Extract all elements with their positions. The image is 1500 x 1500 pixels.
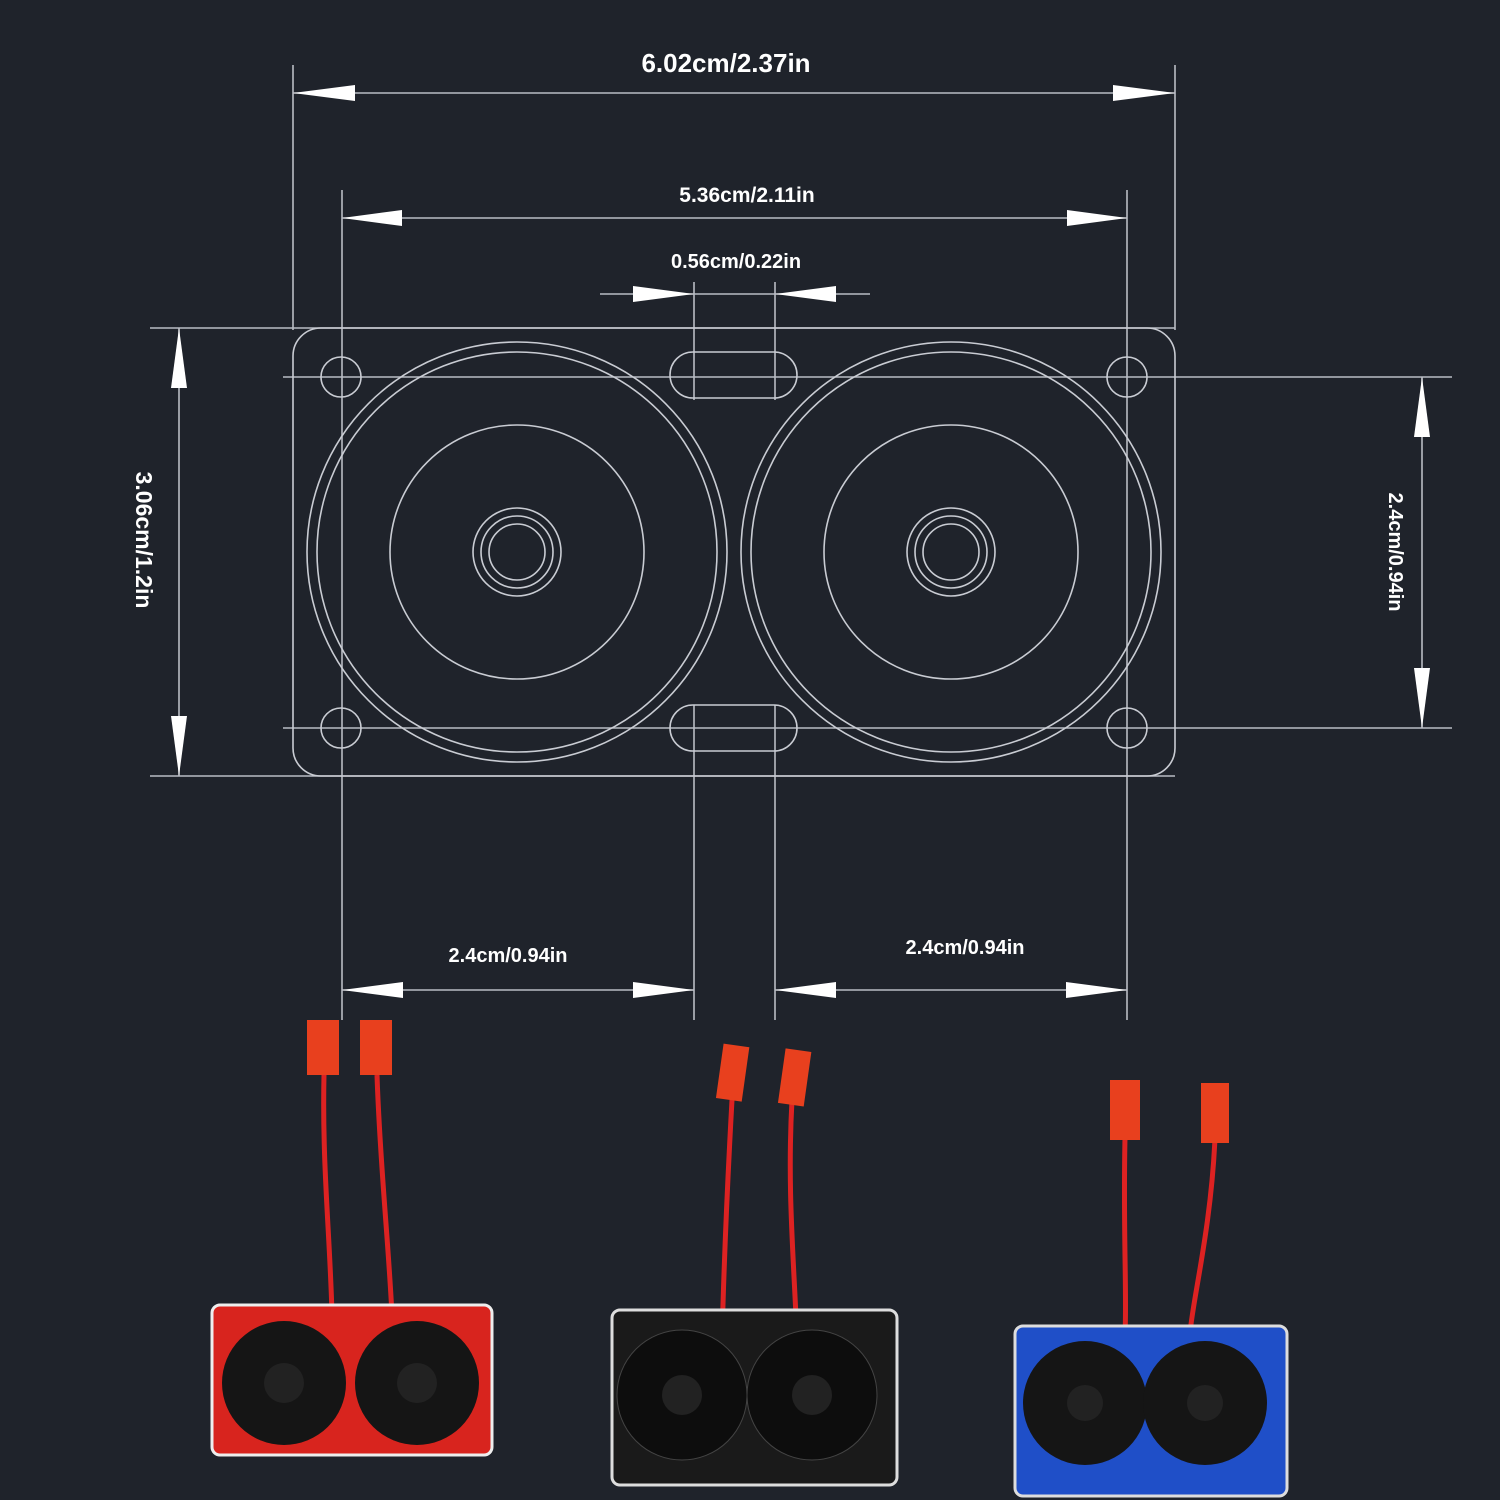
dimension-overall-height xyxy=(171,328,187,776)
hole-spacing-height-label: 2.4cm/0.94in xyxy=(1384,493,1406,612)
overall-height-label: 3.06cm/1.2in xyxy=(131,472,157,609)
bottom-slot xyxy=(669,704,798,752)
dimension-fan-right xyxy=(775,982,1127,998)
fan-outline-right xyxy=(740,341,1162,763)
dimension-overall-width xyxy=(293,85,1175,101)
overall-width-label: 6.02cm/2.37in xyxy=(641,48,810,78)
dimension-fan-left xyxy=(342,982,694,998)
dimension-slot-width xyxy=(600,286,870,302)
slot-width-label: 0.56cm/0.22in xyxy=(671,251,801,273)
product-red-fan xyxy=(210,1020,494,1457)
fan-outline-left xyxy=(306,341,728,763)
top-slot xyxy=(669,351,798,399)
extension-lines xyxy=(150,65,1452,1020)
plate-outline xyxy=(292,327,1176,777)
dimension-hole-spacing-width xyxy=(342,210,1127,226)
fan-left-width-label: 2.4cm/0.94in xyxy=(449,945,568,967)
product-blue-fan xyxy=(1013,1080,1289,1498)
dimension-hole-spacing-height xyxy=(1414,377,1430,728)
fan-right-width-label: 2.4cm/0.94in xyxy=(906,937,1025,959)
product-black-fan xyxy=(610,1043,899,1487)
hole-spacing-width-label: 5.36cm/2.11in xyxy=(679,184,814,207)
